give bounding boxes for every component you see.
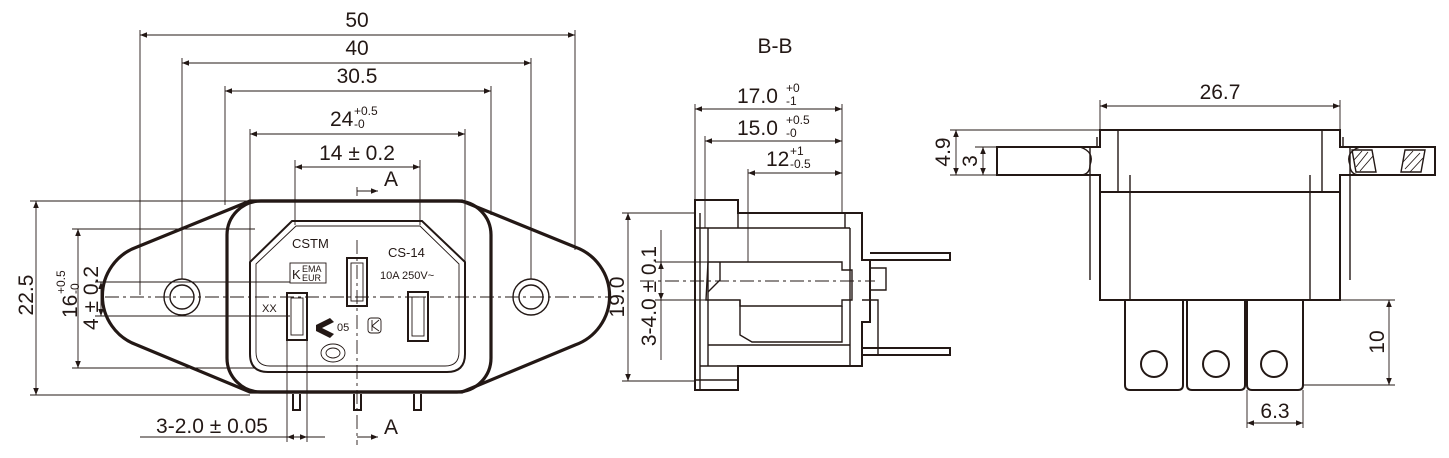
section-title: B-B [757,35,792,58]
svg-text:+0: +0 [786,81,800,95]
dim-flange-thickness: 3 [959,155,982,167]
dim-hole-offset: 4 ± 0.2 [80,266,103,330]
dim-overall-width: 50 [345,9,368,32]
cert-number: 05 [337,322,349,334]
side-terminals [1124,300,1304,391]
dim-terminal-length: 10 [1366,330,1389,353]
section-view-bb: B-B [606,35,951,391]
dim-slot-spacing: 14 ± 0.2 [319,142,395,165]
pin-slot-right [407,291,429,342]
svg-text:16: 16 [59,295,82,318]
dim-depth-15: 15.0 +0.5 -0 [737,113,810,140]
rating-marking: 10A 250V~ [380,270,434,282]
terminal-tab-upper [870,252,951,261]
socket-recess [249,220,466,373]
terminal-tab-lower [862,347,951,356]
bottom-terminals [292,394,422,411]
dim-side-width: 26.7 [1200,81,1241,104]
dim-height-19: 19.0 [606,277,629,318]
flange-hatch [1351,149,1426,173]
svg-text:-1: -1 [786,94,797,108]
dim-recess-height: 16 +0.5 -0 [54,270,82,318]
side-view: 26.7 4.9 3 10 6.3 [932,81,1436,428]
svg-text:12: 12 [766,148,789,171]
pin-slot-left [286,292,308,341]
contact-upper [705,261,853,307]
dim-depth-12: 12 +1 -0.5 [766,144,811,171]
kema-keur-mark: K EMA EUR [289,262,327,284]
dim-hole-spacing: 40 [345,37,368,60]
svg-text:+0.5: +0.5 [54,270,68,294]
section-mark-bottom: A [384,416,398,439]
cert-logo: 05 [316,318,349,338]
svg-text:K: K [292,267,301,282]
dim-pin-width: 3-2.0 ± 0.05 [156,415,268,438]
side-body [1099,192,1341,301]
model-marking: CS-14 [388,245,425,260]
contact-lower [739,300,843,343]
svg-text:-0: -0 [68,283,82,294]
svg-text:+0.5: +0.5 [786,113,810,127]
svg-text:+1: +1 [790,144,804,158]
svg-text:EMA: EMA [302,264,322,274]
brand-marking: CSTM [292,236,329,251]
svg-text:15.0: 15.0 [737,117,778,140]
svg-text:24: 24 [330,108,354,131]
dim-overall-height: 22.5 [15,275,38,316]
socket-body [225,199,493,394]
dim-recess-width: 24 +0.5 -0 [330,104,378,131]
side-flange [996,129,1436,193]
k-mark-icon [367,317,382,334]
svg-text:-0: -0 [354,117,365,131]
dim-contact-spacing: 3-4.0 ± 0.1 [638,246,661,346]
mounting-flange [100,199,612,394]
front-view: CSTM CS-14 10A 250V~ K EMA EUR XX 05 [15,9,612,445]
svg-text:-0: -0 [786,126,797,140]
svg-text:EUR: EUR [302,273,322,283]
dim-depth-17: 17.0 +0 -1 [737,81,800,108]
section-mark-top: A [384,168,398,191]
date-code-marking: XX [262,303,277,315]
ccc-mark-icon [320,343,346,363]
dim-flange-total: 4.9 [932,137,955,166]
svg-text:+0.5: +0.5 [354,104,378,118]
dim-body-width: 30.5 [337,65,378,88]
dim-terminal-width: 6.3 [1260,400,1289,423]
svg-text:17.0: 17.0 [737,85,778,108]
svg-text:-0.5: -0.5 [790,157,811,171]
